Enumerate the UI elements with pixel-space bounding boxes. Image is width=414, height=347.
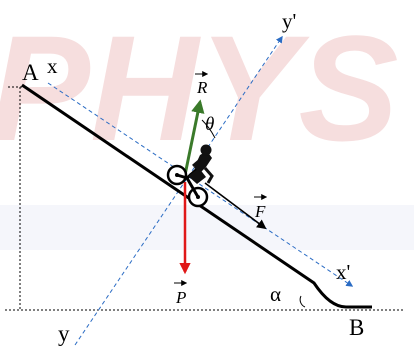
reaction-vector	[183, 99, 205, 176]
force-label: F	[254, 202, 266, 221]
point-b-label: B	[349, 315, 364, 340]
x-axis	[47, 82, 354, 287]
force-vector	[204, 182, 267, 230]
point-a-label: A	[22, 60, 39, 85]
watermark: PHYS	[0, 4, 398, 172]
reaction-label: R	[196, 78, 208, 97]
incline-slope	[21, 83, 372, 309]
x-axis-label: x	[47, 54, 58, 78]
motorbike-icon	[166, 144, 214, 208]
theta-arc	[201, 119, 216, 139]
alpha-arc	[299, 295, 306, 308]
watermark-band	[0, 205, 414, 250]
weight-label: P	[175, 288, 186, 307]
y-axis-label: y	[58, 321, 70, 346]
alpha-label: α	[270, 282, 281, 306]
y-prime-axis-label: y'	[282, 9, 296, 33]
theta-label: θ	[205, 114, 214, 135]
watermark-text: PHYS	[0, 4, 398, 172]
x-prime-axis-label: x'	[336, 260, 350, 284]
